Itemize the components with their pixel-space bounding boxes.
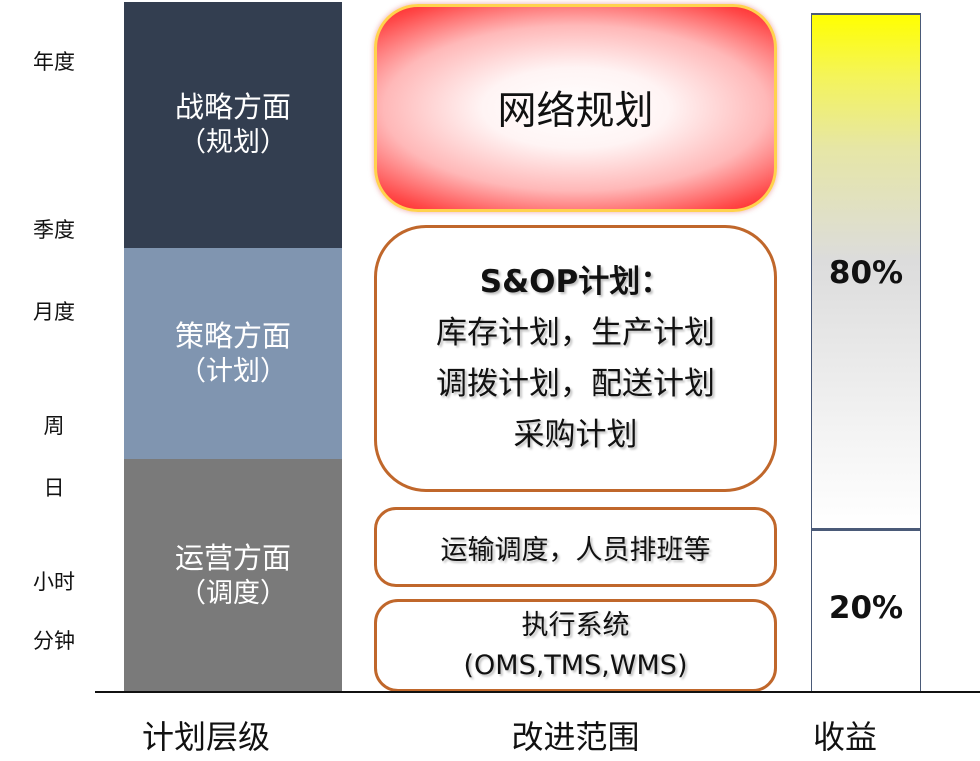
benefit-high-value: 80% (828, 255, 904, 291)
benefit-high-segment: 80% (811, 13, 921, 529)
baseline-divider (95, 691, 980, 693)
time-label-week: 周 (43, 414, 65, 438)
benefit-low-segment: 20% (811, 529, 921, 692)
scope-sop-line-2: 调拨计划，配送计划 (436, 365, 715, 402)
time-label-quarter: 季度 (33, 218, 75, 242)
tier-operational: 运营方面 （调度） (124, 459, 342, 692)
scope-network-label: 网络规划 (497, 89, 654, 134)
footer-label-levels: 计划层级 (141, 718, 270, 756)
scope-exec-line-1: 执行系统 (521, 609, 630, 641)
time-label-minute: 分钟 (33, 629, 75, 653)
scope-network-planning: 网络规划 (374, 4, 777, 212)
time-label-year: 年度 (33, 50, 75, 74)
scope-sop-planning: S&OP计划： 库存计划，生产计划 调拨计划，配送计划 采购计划 (374, 225, 777, 492)
scope-sop-line-3: 采购计划 (513, 416, 638, 453)
time-label-day: 日 (43, 476, 65, 500)
scope-transport-scheduling: 运输调度，人员排班等 (374, 507, 777, 587)
tier-strategic: 战略方面 （规划） (124, 2, 342, 248)
benefit-low-value: 20% (828, 590, 904, 626)
tier-tactical-title: 策略方面 (174, 318, 291, 353)
tier-strategic-sub: （规划） (179, 127, 287, 158)
tier-strategic-title: 战略方面 (174, 90, 291, 124)
scope-exec-line-2: (OMS,TMS,WMS) (463, 649, 688, 681)
scope-sop-title: S&OP计划： (479, 263, 672, 300)
tier-tactical: 策略方面 （计划） (124, 248, 342, 459)
scope-execution-systems: 执行系统 (OMS,TMS,WMS) (374, 599, 777, 692)
tier-operational-sub: （调度） (179, 577, 287, 609)
scope-transport-label: 运输调度，人员排班等 (440, 534, 711, 566)
tier-tactical-sub: （计划） (179, 355, 287, 387)
scope-sop-line-1: 库存计划，生产计划 (436, 314, 715, 351)
footer-label-benefit: 收益 (812, 718, 877, 756)
footer-label-scope: 改进范围 (511, 718, 640, 756)
time-label-month: 月度 (33, 300, 75, 324)
tier-operational-title: 运营方面 (174, 540, 291, 575)
time-label-hour: 小时 (33, 570, 75, 594)
